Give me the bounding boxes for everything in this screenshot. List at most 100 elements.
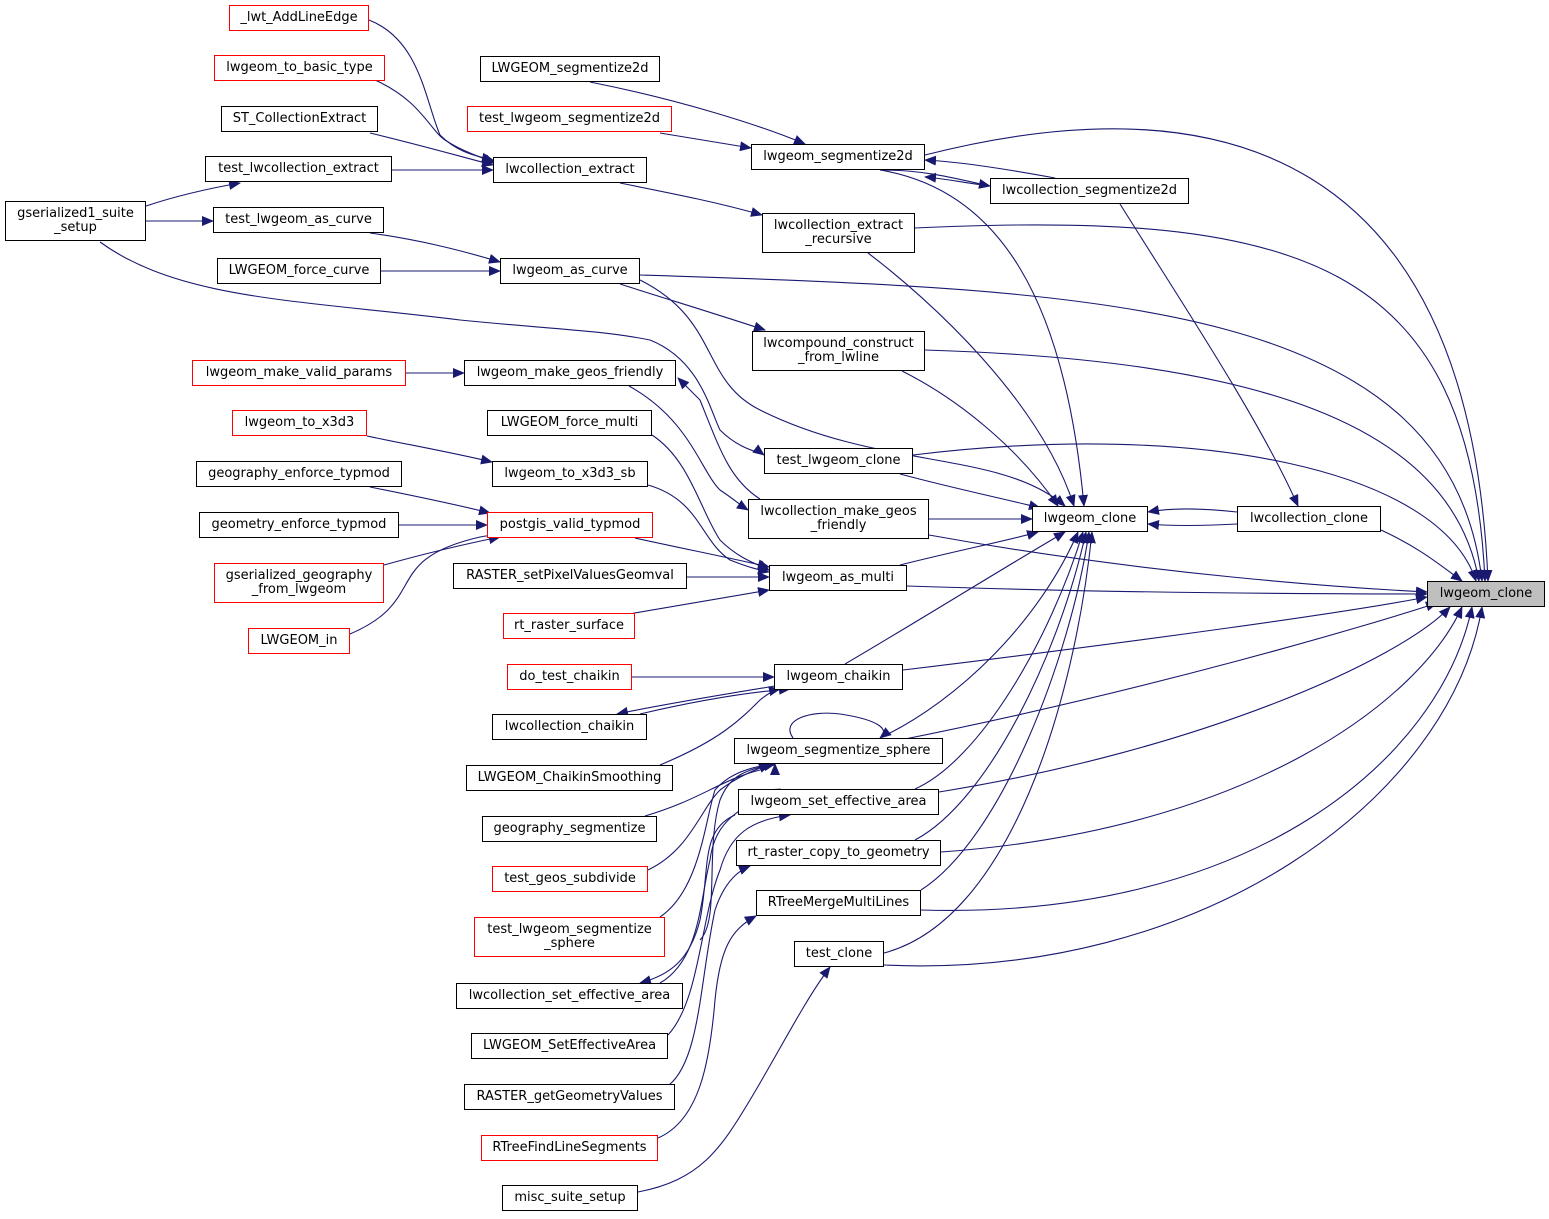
node-lwcollection-segmentize2d[interactable]: lwcollection_segmentize2d	[990, 178, 1189, 204]
node-geometry-enforce-typmod[interactable]: geometry_enforce_typmod	[199, 512, 399, 538]
edge-lwcollection-clone-to-clone	[1147, 520, 1238, 530]
edge-lsea-to-lsea2	[667, 811, 791, 1036]
edge-pvt-to-lam	[634, 537, 770, 570]
edge-gs1-to-test-lwgeom-clone	[99, 241, 765, 456]
node-lwcollection-extract-recursive[interactable]: lwcollection_extract _recursive	[762, 213, 915, 253]
node-lwgeom-as-multi[interactable]: lwgeom_as_multi	[769, 565, 907, 591]
node-test-lwcollection-extract[interactable]: test_lwcollection_extract	[205, 156, 392, 182]
edge-rtree-merge-to-current	[920, 606, 1475, 911]
edge-gs1-to-tlce	[145, 179, 241, 207]
node-gserialized1-suite-setup[interactable]: gserialized1_suite _setup	[5, 201, 146, 241]
node-lwgeom-segmentize2d[interactable]: lwgeom_segmentize2d	[751, 144, 925, 170]
edge-lwgeom-segmentize2d-ui-to-segmentize2d	[589, 81, 806, 145]
node-lwgeom-segmentize-sphere[interactable]: lwgeom_segmentize_sphere	[734, 738, 943, 764]
edge-segmentize2d-coll-to-lwcollection-clone	[1119, 203, 1299, 507]
node-lwcollection-extract[interactable]: lwcollection_extract	[493, 157, 647, 183]
node-lwgeom-clone[interactable]: lwgeom_clone	[1032, 506, 1148, 532]
node-lwgeom-to-x3d3-sb[interactable]: lwgeom_to_x3d3_sb	[492, 461, 648, 487]
edge-lcmgf-to-lmgf	[677, 377, 761, 500]
edge-raster-copy-to-current	[940, 606, 1463, 853]
node-postgis-valid-typmod[interactable]: postgis_valid_typmod	[487, 512, 653, 538]
node-geography-enforce-typmod[interactable]: geography_enforce_typmod	[196, 461, 402, 487]
node-lwgeom-set-effective-area[interactable]: lwgeom_set_effective_area	[738, 789, 939, 815]
node-test-lwgeom-clone[interactable]: test_lwgeom_clone	[764, 448, 913, 474]
edge-basic-to-lwcollection-extract	[374, 79, 496, 164]
node-lwgeom-force-multi[interactable]: LWGEOM_force_multi	[487, 410, 652, 436]
node-test-geos-subdivide[interactable]: test_geos_subdivide	[492, 866, 648, 892]
node-test-lwgeom-segmentize2d[interactable]: test_lwgeom_segmentize2d	[467, 106, 672, 132]
edge-tox3d3-to-sb	[366, 435, 493, 465]
edge-segmentize2d-to-clone	[879, 169, 1088, 507]
node-lwgeom-make-geos-friendly[interactable]: lwgeom_make_geos_friendly	[464, 360, 676, 386]
node-lwgeom-force-curve[interactable]: LWGEOM_force_curve	[217, 258, 381, 284]
node-lwgeom-chaikin[interactable]: lwgeom_chaikin	[774, 664, 903, 690]
edge-segmentize-sphere-self	[789, 712, 892, 739]
node-test-lwgeom-segmentize-sphere[interactable]: test_lwgeom_segmentize _sphere	[474, 917, 665, 957]
node-st-collectionextract[interactable]: ST_CollectionExtract	[221, 106, 378, 132]
node-lwcollection-make-geos-friendly[interactable]: lwcollection_make_geos _friendly	[748, 499, 929, 539]
node-lwgeom-to-x3d3[interactable]: lwgeom_to_x3d3	[232, 410, 367, 436]
node-test-clone[interactable]: test_clone	[794, 941, 884, 967]
edge-sb-to-lam	[647, 484, 770, 575]
edge-lwcollection-extract-to-recursive	[619, 182, 763, 217]
edge-test-clone-to-current	[883, 606, 1486, 967]
edge-rggv-to-rrctg	[668, 865, 751, 1086]
edge-chaikin-to-clone	[844, 531, 1066, 665]
node-lwgeom-chaikinsmoothing[interactable]: LWGEOM_ChaikinSmoothing	[466, 765, 673, 791]
node-do-test-chaikin[interactable]: do_test_chaikin	[507, 664, 632, 690]
edge-test-seg2d-to-segmentize2d	[659, 132, 752, 152]
node-lwcollection-chaikin[interactable]: lwcollection_chaikin	[492, 714, 647, 740]
edge-tgs-to-sphere	[647, 763, 771, 871]
node-geography-segmentize[interactable]: geography_segmentize	[482, 816, 657, 842]
node-lwgeom-seteffectivearea[interactable]: LWGEOM_SetEffectiveArea	[471, 1033, 668, 1059]
edge-lwt-to-lwcollection-extract	[368, 19, 494, 163]
edge-as-multi-to-current	[906, 585, 1428, 599]
node-rtreemergemultilines[interactable]: RTreeMergeMultiLines	[756, 890, 921, 916]
edge-rtree-merge-to-clone	[920, 531, 1093, 891]
node-lwcollection-clone[interactable]: lwcollection_clone	[1237, 506, 1381, 532]
node-lwt-addlineedge[interactable]: _lwt_AddLineEdge	[229, 5, 369, 31]
node-rtreefindlinesegments[interactable]: RTreeFindLineSegments	[481, 1135, 658, 1161]
edge-test-clone-to-clone	[883, 531, 1096, 954]
node-rt-raster-surface[interactable]: rt_raster_surface	[503, 613, 635, 639]
edge-as-curve-to-compound	[619, 283, 766, 332]
node-misc-suite-setup[interactable]: misc_suite_setup	[502, 1185, 638, 1211]
edge-lmgf-to-lcmgf	[628, 385, 749, 511]
edge-as-curve-to-current	[639, 274, 1486, 582]
node-lwgeom-segmentize2d-upper[interactable]: LWGEOM_segmentize2d	[480, 56, 660, 82]
edge-mss-to-test-clone	[637, 966, 831, 1193]
edge-rfls-to-rtml	[657, 915, 757, 1139]
edge-as-multi-to-clone	[899, 530, 1039, 566]
node-gserialized-geography-from-lwgeom[interactable]: gserialized_geography _from_lwgeom	[214, 563, 384, 603]
edge-lsea2-to-lcsea	[639, 814, 736, 985]
edge-extract-recursive-to-clone	[867, 252, 1076, 507]
edge-tlac-to-as-curve	[369, 232, 501, 264]
node-lwgeom-in[interactable]: LWGEOM_in	[248, 628, 350, 654]
edge-segmentize-sphere-to-current	[899, 601, 1438, 741]
edge-extract-recursive-to-current	[914, 224, 1490, 582]
edge-lcsea-loop-to-sphere	[699, 761, 776, 941]
node-rt-raster-copy-to-geometry[interactable]: rt_raster_copy_to_geometry	[736, 840, 941, 866]
edge-test-lwgeom-clone-to-current	[912, 443, 1478, 582]
node-lwgeom-to-basic-type[interactable]: lwgeom_to_basic_type	[214, 55, 385, 81]
node-lwgeom-make-valid-params[interactable]: lwgeom_make_valid_params	[192, 360, 406, 386]
edge-lcs-to-chaikin	[659, 686, 781, 766]
node-lwcollection-set-effective-area[interactable]: lwcollection_set_effective_area	[456, 983, 683, 1009]
edge-set-effective-area-to-current	[938, 606, 1451, 793]
edge-rrs-to-lam	[628, 587, 770, 615]
edge-tlss-to-sphere	[659, 760, 776, 918]
edge-clone-to-lwcollection-clone	[1147, 505, 1238, 515]
node-lwcompound-construct-from-lwline[interactable]: lwcompound_construct _from_lwline	[752, 331, 925, 371]
node-test-lwgeom-as-curve[interactable]: test_lwgeom_as_curve	[213, 207, 384, 233]
node-raster-setpixelvaluesgeomval[interactable]: RASTER_setPixelValuesGeomval	[453, 563, 687, 589]
node-lwgeom-as-curve[interactable]: lwgeom_as_curve	[500, 258, 640, 284]
edge-get-to-pvt	[369, 486, 491, 516]
node-raster-getgeometryvalues[interactable]: RASTER_getGeometryValues	[464, 1084, 675, 1110]
edge-coll-seg2d-back	[924, 155, 1056, 179]
edge-lwcollection-clone-to-current	[1380, 529, 1463, 582]
edge-seg2d-to-coll-seg2d	[879, 169, 991, 189]
edge-compound-to-clone	[901, 370, 1059, 507]
edge-compound-to-current	[924, 349, 1482, 582]
